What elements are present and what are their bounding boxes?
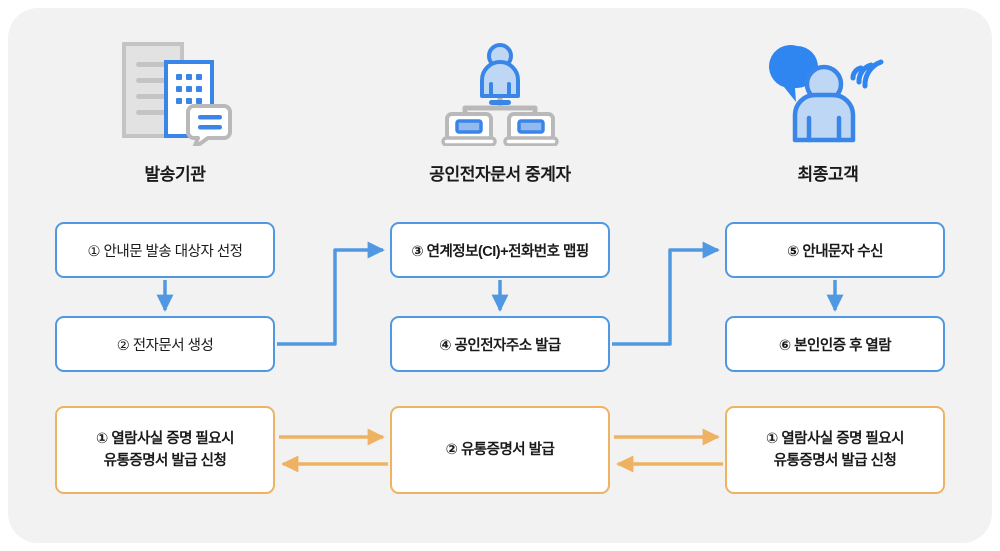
process-box-label: ① 열람사실 증명 필요시 유통증명서 발급 신청 bbox=[96, 428, 234, 473]
process-box-label-line1: ① 열람사실 증명 필요시 bbox=[96, 430, 234, 447]
process-box-step-3[interactable]: ③ 연계정보(CI)+전화번호 맵핑 bbox=[390, 222, 610, 278]
actor-customer: 최종고객 bbox=[708, 38, 948, 185]
process-box-cert-left[interactable]: ① 열람사실 증명 필요시 유통증명서 발급 신청 bbox=[55, 406, 275, 494]
actor-sender: 발송기관 bbox=[55, 38, 295, 185]
process-box-label: ⑥ 본인인증 후 열람 bbox=[778, 337, 892, 354]
process-box-label: ① 안내문 발송 대상자 선정 bbox=[87, 243, 243, 260]
process-box-label-line2: 유통증명서 발급 신청 bbox=[773, 453, 897, 469]
process-box-label: ③ 연계정보(CI)+전화번호 맵핑 bbox=[411, 243, 589, 260]
actor-caption: 최종고객 bbox=[797, 165, 859, 184]
person-speech-bubble-signal-icon bbox=[708, 38, 948, 146]
process-box-cert-center[interactable]: ② 유통증명서 발급 bbox=[390, 406, 610, 494]
process-box-label-line1: ① 열람사실 증명 필요시 bbox=[766, 430, 904, 447]
person-two-laptops-network-icon bbox=[380, 38, 620, 146]
process-box-label: ④ 공인전자주소 발급 bbox=[439, 337, 561, 354]
actor-caption: 공인전자문서 중계자 bbox=[429, 165, 571, 184]
process-box-step-5[interactable]: ⑤ 안내문자 수신 bbox=[725, 222, 945, 278]
process-box-step-2[interactable]: ② 전자문서 생성 bbox=[55, 316, 275, 372]
process-box-step-4[interactable]: ④ 공인전자주소 발급 bbox=[390, 316, 610, 372]
process-box-step-6[interactable]: ⑥ 본인인증 후 열람 bbox=[725, 316, 945, 372]
process-box-label-line2: 유통증명서 발급 신청 bbox=[103, 453, 227, 469]
process-box-label: ① 열람사실 증명 필요시 유통증명서 발급 신청 bbox=[766, 428, 904, 473]
process-box-label: ⑤ 안내문자 수신 bbox=[787, 243, 883, 260]
process-box-label-line1: ② 유통증명서 발급 bbox=[445, 441, 555, 458]
process-box-label: ② 유통증명서 발급 bbox=[446, 439, 555, 461]
document-building-message-icon bbox=[55, 38, 295, 146]
process-box-label: ② 전자문서 생성 bbox=[116, 337, 214, 354]
process-box-cert-right[interactable]: ① 열람사실 증명 필요시 유통증명서 발급 신청 bbox=[725, 406, 945, 494]
actor-broker: 공인전자문서 중계자 bbox=[380, 38, 620, 185]
actor-caption: 발송기관 bbox=[144, 165, 206, 184]
process-box-step-1[interactable]: ① 안내문 발송 대상자 선정 bbox=[55, 222, 275, 278]
